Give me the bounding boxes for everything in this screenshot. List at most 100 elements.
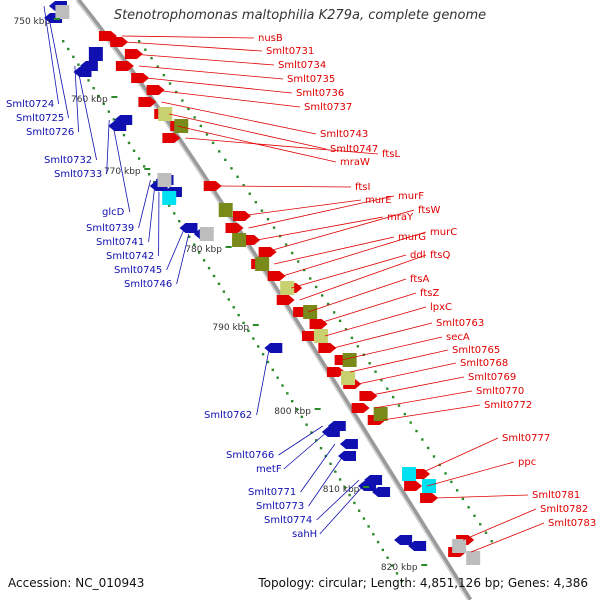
feature-block <box>232 233 247 247</box>
gc-dot <box>193 116 196 119</box>
gc-dot <box>338 319 342 323</box>
reverse-gene-arrow <box>73 67 92 77</box>
gc-dot <box>432 455 436 458</box>
gc-dot <box>218 150 221 153</box>
gc-dot <box>227 298 231 301</box>
forward-leader-line <box>341 336 443 361</box>
gc-dot <box>426 446 430 450</box>
forward-gene-label: mraW <box>340 157 370 168</box>
forward-gene-arrow <box>276 295 295 305</box>
gc-dot <box>152 180 156 184</box>
gc-dot <box>232 306 235 309</box>
gc-dot <box>222 290 226 293</box>
feature-block <box>162 191 177 205</box>
forward-leader-line <box>185 137 379 155</box>
gc-dot <box>372 533 375 536</box>
kbp-label: 750 kbp <box>14 17 51 27</box>
gc-dot <box>247 329 250 332</box>
gc-dot <box>178 220 181 223</box>
reverse-gene-label: Smlt0739 <box>86 223 134 234</box>
gc-dot <box>205 133 209 136</box>
gc-dot <box>305 423 308 426</box>
gc-dot <box>138 40 141 43</box>
gc-dot <box>315 439 318 442</box>
gc-dot <box>473 514 476 517</box>
reverse-leader-line <box>300 443 336 493</box>
gc-dot <box>199 124 203 128</box>
reverse-leader-line <box>308 455 344 507</box>
gc-dot <box>386 387 389 390</box>
reverse-leader-line <box>43 5 59 105</box>
forward-gene-label: Smlt0734 <box>278 60 326 71</box>
gene-labels: nusBSmlt0731Smlt0734Smlt0735Smlt0736Smlt… <box>6 33 596 540</box>
gc-dot <box>132 149 136 152</box>
reverse-gene-arrow <box>108 121 127 131</box>
forward-leader-line <box>282 231 427 277</box>
forward-gene-arrow <box>258 247 277 257</box>
gc-dot <box>403 412 407 416</box>
gc-dot <box>329 462 332 466</box>
gc-dot <box>421 438 424 441</box>
forward-leader-line <box>333 322 433 349</box>
reverse-gene-arrow <box>321 427 340 437</box>
forward-gene-arrow <box>115 61 134 71</box>
forward-leader-line <box>358 362 457 385</box>
forward-gene-label: Smlt0735 <box>287 74 335 85</box>
gc-dot <box>281 384 284 387</box>
forward-leader-line <box>274 236 395 265</box>
forward-gene-label: ddl <box>410 250 425 261</box>
gc-dot <box>353 501 356 505</box>
gc-dot <box>266 217 270 221</box>
gc-dot <box>367 525 370 528</box>
gc-dot <box>326 302 330 306</box>
forward-gene-label: nusB <box>258 33 283 44</box>
gc-dot <box>461 497 465 501</box>
gc-dot <box>174 90 178 94</box>
gc-dot <box>252 337 255 340</box>
forward-leader-line <box>462 508 537 541</box>
reverse-leader-line <box>256 347 270 416</box>
reverse-gene-arrow <box>408 541 427 551</box>
gc-dot <box>242 184 245 187</box>
gc-dots-layer <box>62 40 493 583</box>
feature-block <box>313 329 328 343</box>
forward-leader-line <box>382 404 481 421</box>
feature-block <box>402 467 417 481</box>
reverse-gene-label: Smlt0741 <box>96 237 144 248</box>
forward-leader-line <box>299 254 427 301</box>
reverse-gene-label: metF <box>256 464 282 475</box>
kbp-tick <box>144 168 151 170</box>
forward-gene-label: ftsI <box>355 182 370 193</box>
reverse-leader-line <box>176 233 190 285</box>
forward-gene-arrow <box>404 481 423 491</box>
reverse-gene-label: Smlt0733 <box>54 169 102 180</box>
gc-dot <box>386 556 389 559</box>
forward-gene-label: Smlt0781 <box>532 490 580 501</box>
reverse-leader-line <box>283 431 328 470</box>
gc-dot <box>271 368 275 372</box>
forward-leader-line <box>239 199 362 217</box>
accession-text: Accession: NC_010943 <box>8 576 145 590</box>
forward-gene-label: murE <box>365 195 392 206</box>
gc-dot <box>320 294 324 297</box>
gc-dot <box>344 328 348 331</box>
reverse-leader-line <box>112 125 131 213</box>
gc-dot <box>290 400 294 403</box>
forward-leader-line <box>153 89 301 108</box>
gc-dot <box>362 517 366 520</box>
gc-dot <box>224 158 227 162</box>
gc-dot <box>192 243 196 246</box>
forward-gene-arrow <box>318 343 337 353</box>
forward-gene-label: Smlt0770 <box>476 386 524 397</box>
gc-dot <box>286 392 289 395</box>
gc-dot <box>188 235 191 239</box>
forward-leader-line <box>138 65 284 80</box>
forward-gene-arrow <box>412 469 431 479</box>
gc-dot <box>391 395 395 399</box>
gc-dot <box>217 282 221 286</box>
gc-dot <box>173 212 176 215</box>
gc-dot <box>381 548 385 552</box>
forward-gene-label: Smlt0737 <box>304 102 352 113</box>
gc-dot <box>97 94 100 98</box>
